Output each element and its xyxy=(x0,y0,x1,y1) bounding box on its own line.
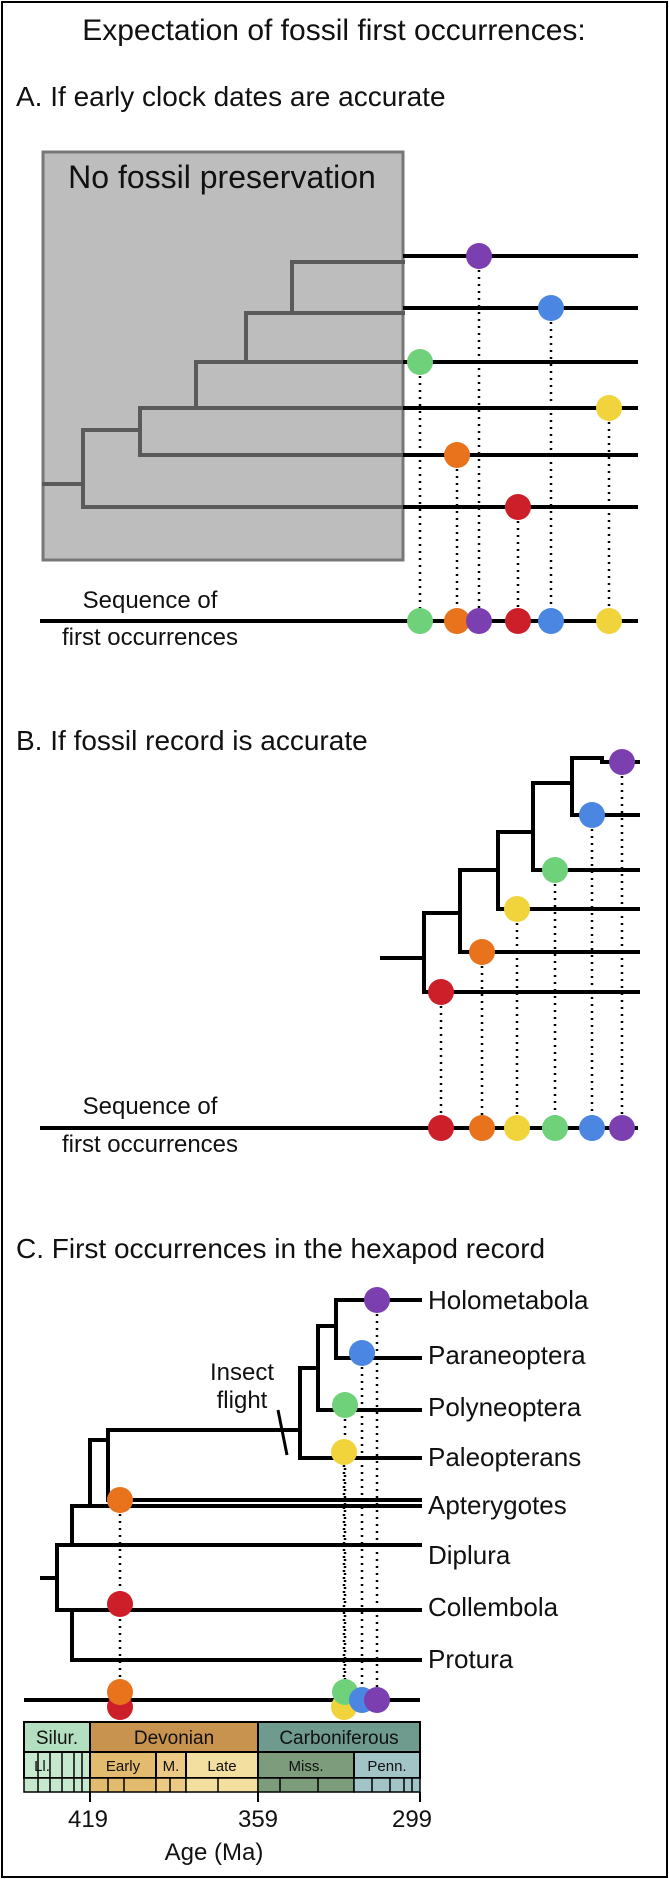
blue-occurrence-dot xyxy=(579,802,605,828)
epoch-llandovery xyxy=(23,1751,91,1779)
panel-b: B. If fossil record is accurate xyxy=(16,725,640,1158)
paraneoptera-blue-dot xyxy=(349,1340,375,1366)
paleopteran-yellow-dot xyxy=(331,1439,357,1465)
panel-c-heading: C. First occurrences in the hexapod reco… xyxy=(16,1233,545,1264)
collembola-red-dot xyxy=(107,1591,133,1617)
panel-b-tree xyxy=(380,756,640,994)
panel-b-sequence-label-2: first occurrences xyxy=(62,1131,238,1158)
period-label-carboniferous: Carboniferous xyxy=(279,1728,398,1749)
stage-row-early-devonian xyxy=(89,1777,157,1793)
yellow-occurrence-dot xyxy=(504,896,530,922)
orange-sequence-dot xyxy=(107,1679,133,1705)
red-occurrence-dot xyxy=(505,494,531,520)
epoch-label-m: M. xyxy=(163,1758,180,1775)
purple-sequence-dot xyxy=(364,1687,390,1713)
yellow-sequence-dot xyxy=(596,608,622,634)
blue-occurrence-dot xyxy=(538,295,564,321)
taxon-label-polyneoptera: Polyneoptera xyxy=(428,1392,582,1422)
stage-row-silurian xyxy=(23,1777,91,1793)
yellow-occurrence-dot xyxy=(596,395,622,421)
red-sequence-dot xyxy=(428,1115,454,1141)
panel-a-sequence-label-2: first occurrences xyxy=(62,624,238,651)
apterygote-orange-dot xyxy=(107,1487,133,1513)
age-ticks xyxy=(89,1792,421,1802)
taxon-label-holometabola: Holometabola xyxy=(428,1285,589,1315)
figure-title: Expectation of fossil first occurrences: xyxy=(82,14,586,47)
orange-occurrence-dot xyxy=(469,939,495,965)
panel-c: C. First occurrences in the hexapod reco… xyxy=(16,1233,589,1720)
purple-occurrence-dot xyxy=(609,749,635,775)
panel-a-heading: A. If early clock dates are accurate xyxy=(16,81,446,112)
epoch-label-penn: Penn. xyxy=(367,1758,406,1775)
purple-sequence-dot xyxy=(609,1115,635,1141)
insect-flight-pointer xyxy=(276,1409,289,1456)
no-fossil-box xyxy=(41,150,405,562)
hexapod-tree xyxy=(40,1298,422,1662)
green-sequence-dot xyxy=(407,608,433,634)
green-occurrence-dot xyxy=(407,349,433,375)
blue-sequence-dot xyxy=(579,1115,605,1141)
panel-a-lineages xyxy=(403,254,638,509)
epoch-early-devonian xyxy=(89,1751,157,1779)
taxon-label-paleopterans: Paleopterans xyxy=(428,1442,581,1472)
epoch-label-miss: Miss. xyxy=(289,1758,324,1775)
panel-a-connectors xyxy=(418,256,611,620)
insect-flight-label-line1: Insect xyxy=(210,1359,274,1386)
blue-sequence-dot xyxy=(538,608,564,634)
stage-row-pennsylvanian xyxy=(353,1777,421,1793)
period-label-devonian: Devonian xyxy=(134,1728,214,1749)
green-occurrence-dot xyxy=(542,857,568,883)
green-sequence-dot xyxy=(542,1115,568,1141)
stage-row-late-devonian xyxy=(185,1777,259,1793)
panel-a-sequence-label-1: Sequence of xyxy=(83,587,218,614)
holometabola-purple-dot xyxy=(364,1287,390,1313)
epoch-label-late: Late xyxy=(207,1758,236,1775)
epoch-label-early: Early xyxy=(106,1758,141,1775)
tick-label-419: 419 xyxy=(68,1806,108,1833)
stage-row-mississippian xyxy=(257,1777,355,1793)
taxon-label-apterygotes: Apterygotes xyxy=(428,1490,567,1520)
panel-b-heading: B. If fossil record is accurate xyxy=(16,725,368,756)
orange-sequence-dot xyxy=(444,608,470,634)
stage-dividers xyxy=(37,1752,413,1792)
orange-occurrence-dot xyxy=(444,442,470,468)
purple-sequence-dot xyxy=(466,608,492,634)
purple-occurrence-dot xyxy=(466,243,492,269)
no-fossil-label: No fossil preservation xyxy=(68,159,376,195)
epoch-label-ll: Ll. xyxy=(34,1758,50,1775)
geologic-timescale: Silur. Devonian Carboniferous Ll. Early … xyxy=(23,1721,432,1866)
tick-label-299: 299 xyxy=(392,1806,432,1833)
red-occurrence-dot xyxy=(428,979,454,1005)
panel-a-tree xyxy=(42,260,405,509)
insect-flight-label-line2: flight xyxy=(217,1387,268,1414)
orange-sequence-dot xyxy=(469,1115,495,1141)
panel-a: A. If early clock dates are accurate No … xyxy=(16,81,638,651)
red-sequence-dot xyxy=(505,608,531,634)
taxon-label-diplura: Diplura xyxy=(428,1540,511,1570)
epoch-pennsylvanian xyxy=(353,1751,421,1779)
taxon-label-protura: Protura xyxy=(428,1644,514,1674)
period-label-silurian: Silur. xyxy=(36,1728,78,1749)
taxon-label-paraneoptera: Paraneoptera xyxy=(428,1340,586,1370)
taxon-label-collembola: Collembola xyxy=(428,1592,559,1622)
period-carboniferous xyxy=(257,1721,421,1753)
epoch-middle-devonian xyxy=(155,1751,187,1779)
panel-b-connectors xyxy=(439,762,624,1128)
polyneoptera-green-dot xyxy=(332,1392,358,1418)
tick-label-359: 359 xyxy=(238,1806,278,1833)
stage-row-middle-devonian xyxy=(155,1777,187,1793)
age-axis-label: Age (Ma) xyxy=(165,1839,264,1866)
panel-b-sequence-label-1: Sequence of xyxy=(83,1093,218,1120)
yellow-sequence-dot xyxy=(504,1115,530,1141)
